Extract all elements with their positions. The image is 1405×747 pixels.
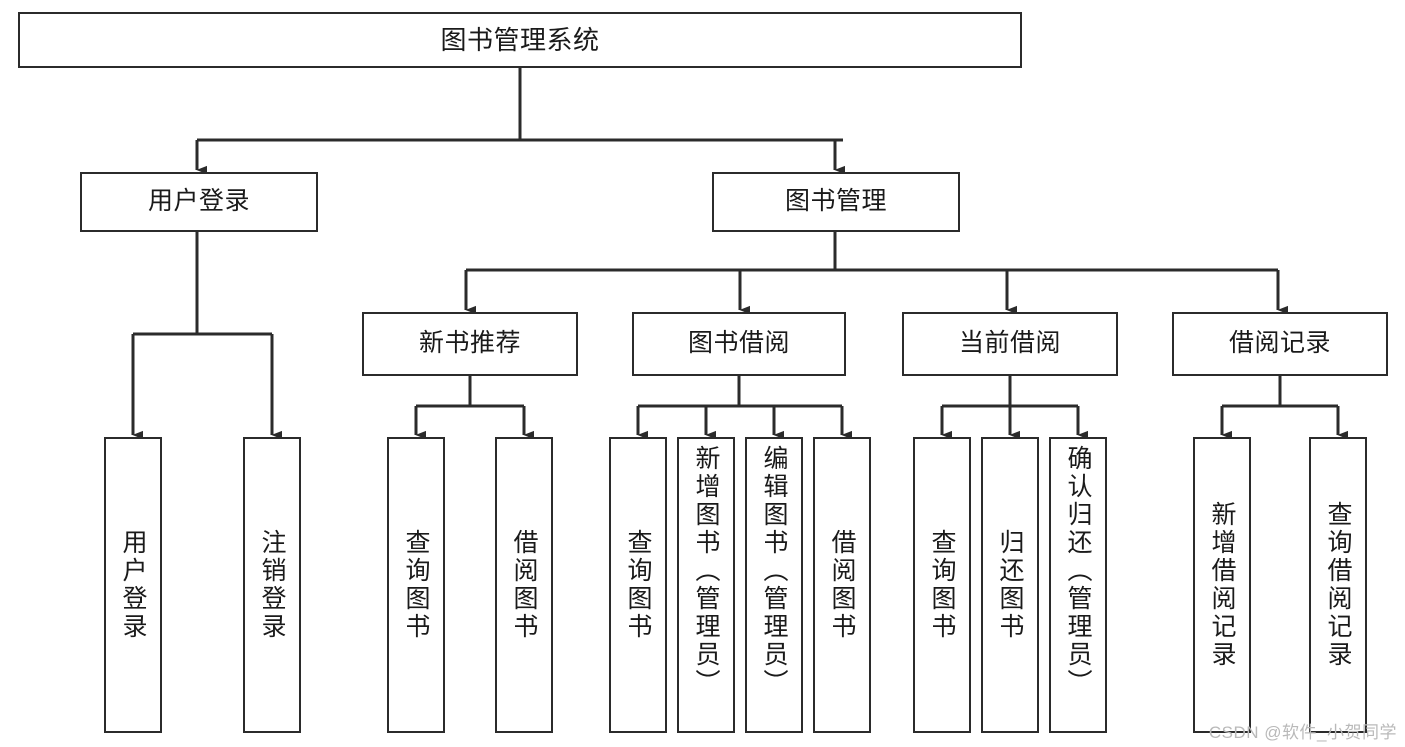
node-label: 新增借阅记录 xyxy=(1208,501,1236,669)
node-label: 当前借阅 xyxy=(958,329,1061,358)
leaf-edit-book-admin[interactable]: 编辑图书（管理员） xyxy=(745,437,803,733)
node-label: 图书借阅 xyxy=(687,329,790,358)
leaf-query-borrow-record[interactable]: 查询借阅记录 xyxy=(1309,437,1367,733)
leaf-current-query-book[interactable]: 查询图书 xyxy=(913,437,971,733)
node-label: 用户登录 xyxy=(147,187,250,216)
leaf-add-borrow-record[interactable]: 新增借阅记录 xyxy=(1193,437,1251,733)
leaf-borrow-book[interactable]: 借阅图书 xyxy=(813,437,871,733)
node-borrow-record[interactable]: 借阅记录 xyxy=(1172,312,1388,376)
node-label: 确认归还（管理员） xyxy=(1064,445,1092,697)
node-label: 图书管理系统 xyxy=(440,24,600,55)
node-book-borrow[interactable]: 图书借阅 xyxy=(632,312,846,376)
node-root-book-management-system[interactable]: 图书管理系统 xyxy=(18,12,1022,68)
node-label: 归还图书 xyxy=(996,529,1024,641)
node-new-book-recommend[interactable]: 新书推荐 xyxy=(362,312,578,376)
leaf-user-login[interactable]: 用户登录 xyxy=(104,437,162,733)
leaf-new-book-borrow[interactable]: 借阅图书 xyxy=(495,437,553,733)
node-label: 编辑图书（管理员） xyxy=(760,445,788,697)
leaf-confirm-return-admin[interactable]: 确认归还（管理员） xyxy=(1049,437,1107,733)
csdn-watermark: CSDN @软件_小贺同学 xyxy=(1208,723,1397,742)
node-current-borrow[interactable]: 当前借阅 xyxy=(902,312,1118,376)
node-label: 新增图书（管理员） xyxy=(692,445,720,697)
node-label: 借阅记录 xyxy=(1228,329,1331,358)
node-label: 图书管理 xyxy=(784,187,887,216)
leaf-logout[interactable]: 注销登录 xyxy=(243,437,301,733)
node-label: 新书推荐 xyxy=(418,329,521,358)
leaf-new-book-query[interactable]: 查询图书 xyxy=(387,437,445,733)
node-label: 查询图书 xyxy=(624,529,652,641)
node-book-management[interactable]: 图书管理 xyxy=(712,172,960,232)
node-label: 用户登录 xyxy=(119,529,147,641)
node-user-login[interactable]: 用户登录 xyxy=(80,172,318,232)
leaf-borrow-query-book[interactable]: 查询图书 xyxy=(609,437,667,733)
node-label: 借阅图书 xyxy=(828,529,856,641)
node-label: 注销登录 xyxy=(258,529,286,641)
leaf-add-book-admin[interactable]: 新增图书（管理员） xyxy=(677,437,735,733)
leaf-return-book[interactable]: 归还图书 xyxy=(981,437,1039,733)
node-label: 查询借阅记录 xyxy=(1324,501,1352,669)
node-label: 借阅图书 xyxy=(510,529,538,641)
node-label: 查询图书 xyxy=(928,529,956,641)
node-label: 查询图书 xyxy=(402,529,430,641)
